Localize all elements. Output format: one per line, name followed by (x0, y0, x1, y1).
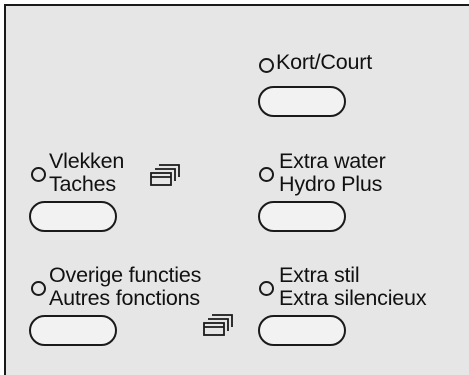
layers-icon (150, 164, 180, 186)
stains-indicator-light (31, 167, 46, 182)
extra-quiet-label-line-2: Extra silencieux (279, 286, 427, 310)
stains-label-line-1: Vlekken (49, 149, 125, 173)
extra-water-label-line-2: Hydro Plus (279, 172, 383, 196)
other-functions-indicator-light (31, 281, 46, 296)
control-panel: Kort/Court Vlekken Taches Extra water Hy… (4, 4, 469, 375)
extra-quiet-indicator-light (259, 281, 274, 296)
extra-water-indicator-light (259, 167, 274, 182)
extra-quiet-label-line-1: Extra stil (279, 263, 360, 287)
extra-water-button[interactable] (258, 201, 346, 232)
short-button[interactable] (258, 86, 346, 117)
layers-icon (203, 314, 233, 336)
short-label: Kort/Court (276, 51, 372, 74)
stains-label: Vlekken Taches (49, 150, 124, 196)
extra-quiet-label: Extra stil Extra silencieux (279, 263, 427, 310)
extra-quiet-button[interactable] (258, 315, 346, 346)
other-functions-button[interactable] (29, 315, 117, 346)
other-functions-label-line-1: Overige functies (49, 263, 202, 287)
stains-label-line-2: Taches (49, 172, 116, 196)
stains-button[interactable] (29, 201, 117, 232)
extra-water-label: Extra water Hydro Plus (279, 150, 386, 196)
extra-water-label-line-1: Extra water (279, 149, 386, 173)
other-functions-label-line-2: Autres fonctions (49, 286, 200, 310)
short-indicator-light (259, 58, 274, 73)
short-label-line: Kort/Court (276, 50, 372, 74)
other-functions-label: Overige functies Autres fonctions (49, 264, 201, 310)
